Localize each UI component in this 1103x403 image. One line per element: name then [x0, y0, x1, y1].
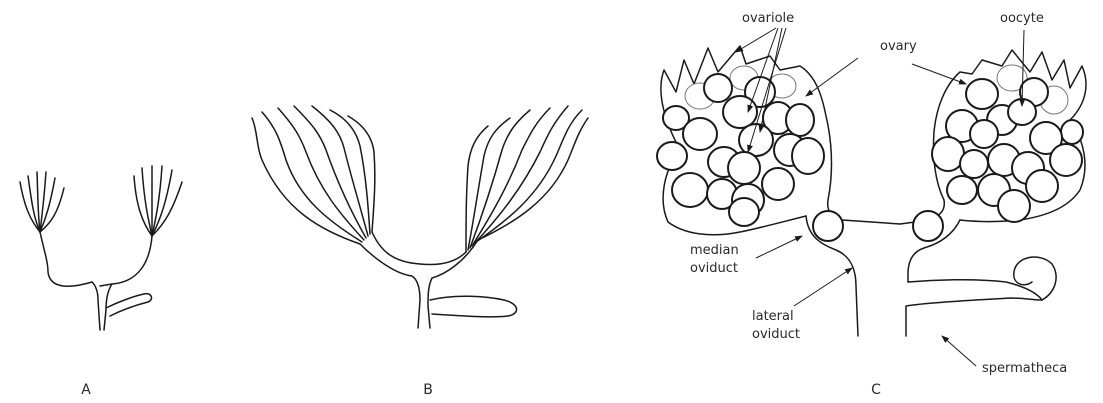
label-lateral-oviduct-line1: lateral	[752, 309, 794, 324]
panel-a-spermatheca	[106, 294, 151, 316]
panel-label-b: B	[423, 382, 433, 398]
panel-b-left-oviduct	[372, 232, 420, 264]
panel-b-spermatheca	[430, 296, 517, 317]
panel-a-common-oviduct-left	[92, 282, 100, 330]
panel-a-right-oviduct	[100, 236, 152, 286]
panel-b-common-oviduct-left	[360, 244, 420, 328]
label-ovariole: ovariole	[742, 11, 794, 26]
panel-label-a: A	[81, 382, 91, 398]
label-ovary: ovary	[880, 39, 917, 54]
panel-a-left-ovarioles	[20, 172, 64, 232]
panel-c-right-oocytes	[932, 65, 1083, 222]
panel-a-left-oviduct	[40, 232, 92, 286]
panel-c-drawing	[657, 28, 1086, 366]
panel-b-right-ovarioles	[466, 106, 588, 252]
panel-c-spermatheca-duct	[908, 280, 1042, 300]
panel-b-drawing	[252, 106, 588, 328]
panel-c-median-oocyte-left	[813, 211, 843, 241]
panel-c-median-oocyte-right	[913, 211, 943, 241]
panel-a-drawing	[20, 166, 182, 330]
label-median-oviduct-line1: median	[690, 243, 739, 258]
panel-b-left-ovarioles	[252, 106, 375, 244]
label-lateral-oviduct-line2: oviduct	[752, 327, 800, 342]
panel-c-left-oocytes	[657, 66, 824, 226]
label-median-oviduct-line2: oviduct	[690, 261, 738, 276]
label-spermatheca: spermatheca	[982, 361, 1067, 376]
panel-c-spermatheca-duct-lower	[906, 298, 1042, 336]
panel-label-c: C	[871, 382, 881, 398]
label-oocyte: oocyte	[1000, 11, 1044, 26]
panel-a-right-ovarioles	[134, 166, 182, 236]
